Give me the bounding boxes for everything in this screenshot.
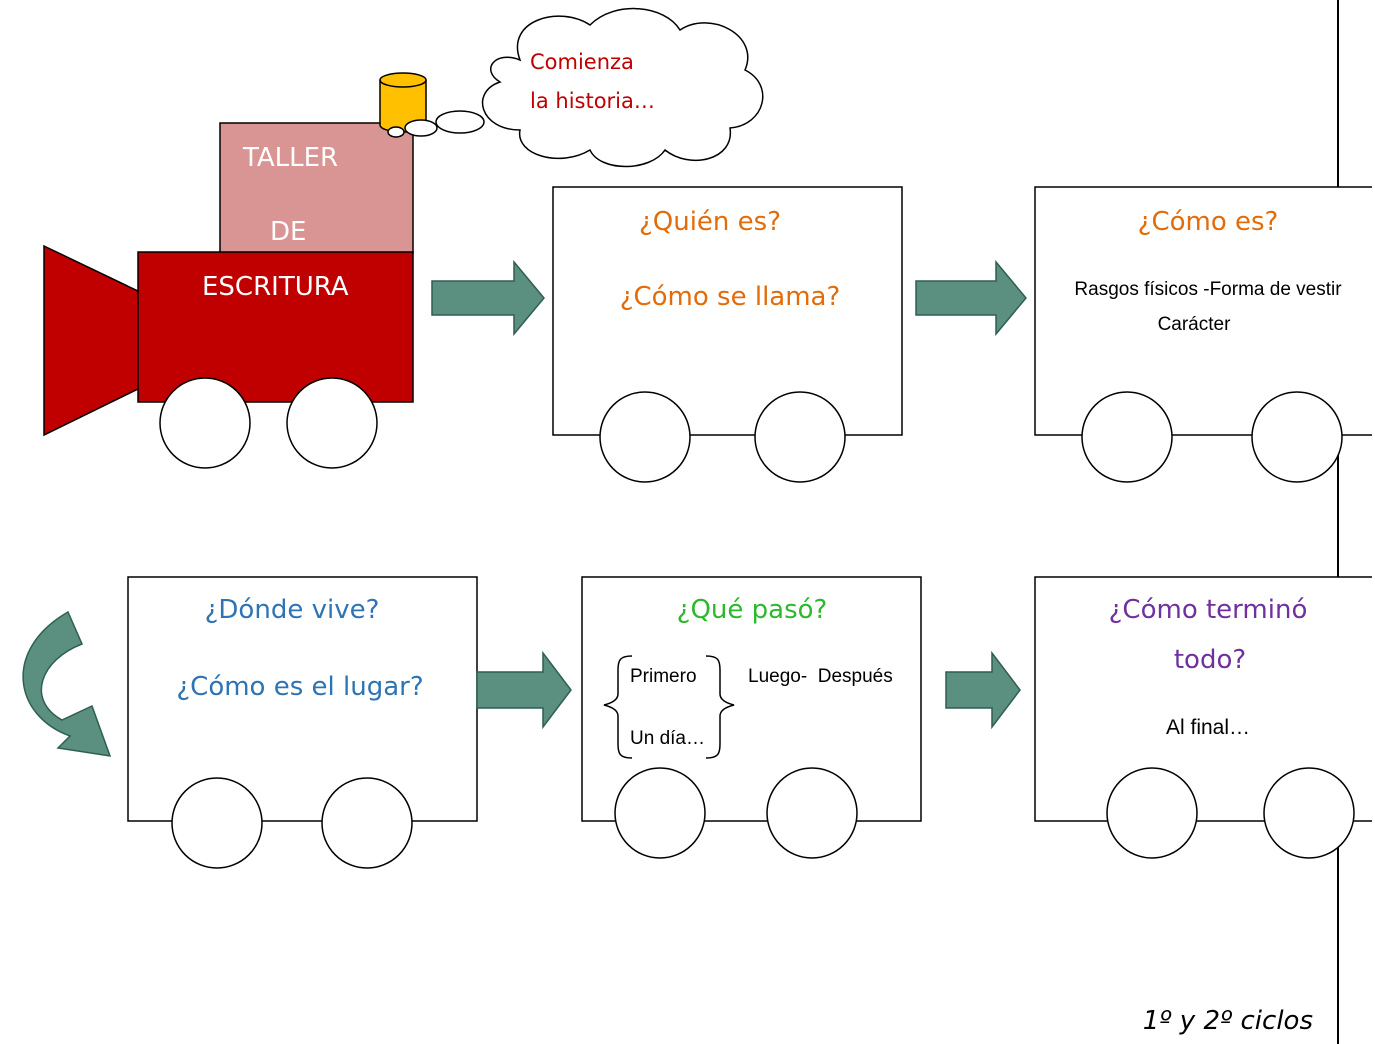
wagon-subtitle: ¿Cómo se llama? bbox=[620, 282, 841, 312]
wagon-wheel-right bbox=[1263, 767, 1355, 859]
wagon-item-1: Primero bbox=[630, 666, 697, 687]
wagon-como-termino: ¿Cómo terminó todo? Al final… bbox=[1034, 576, 1372, 859]
wagon-quien: ¿Quién es? ¿Cómo se llama? bbox=[552, 186, 903, 483]
wagon-wheel-left bbox=[171, 777, 263, 869]
arrow-right-2 bbox=[915, 259, 1027, 337]
engine-front-cone bbox=[43, 244, 141, 437]
wagon-box bbox=[1034, 186, 1372, 436]
engine-label-de: DE bbox=[270, 217, 306, 247]
wagon-detail: Al final… bbox=[1166, 716, 1250, 739]
engine-body bbox=[137, 251, 414, 403]
engine-wheel-right bbox=[286, 377, 378, 469]
wagon-box bbox=[1034, 576, 1372, 822]
wagon-wheel-right bbox=[754, 391, 846, 483]
bubble-dot-large bbox=[435, 110, 485, 134]
bubble-dot-medium bbox=[404, 119, 438, 137]
wagon-wheel-right bbox=[321, 777, 413, 869]
wagon-subtitle: ¿Cómo es el lugar? bbox=[176, 672, 423, 702]
bubble-text-line1: Comienza bbox=[530, 50, 634, 74]
engine-chimney-top bbox=[379, 72, 427, 88]
wagon-title-line1: ¿Cómo terminó bbox=[1109, 595, 1308, 625]
wagon-detail-1: Rasgos físicos -Forma de vestir bbox=[1074, 279, 1342, 300]
left-brace bbox=[603, 655, 633, 759]
wagon-item-2: Un día… bbox=[630, 728, 705, 749]
wagon-title: ¿Cómo es? bbox=[1138, 207, 1279, 237]
bubble-text-line2: la historia… bbox=[530, 89, 655, 113]
wagon-wheel-left bbox=[614, 767, 706, 859]
wagon-wheel-left bbox=[599, 391, 691, 483]
curved-arrow bbox=[22, 610, 112, 757]
wagon-que-paso: ¿Qué pasó? Primero Un día… Luego- Despué… bbox=[581, 576, 922, 859]
wagon-wheel-left bbox=[1081, 391, 1173, 483]
engine-label-taller: TALLER bbox=[242, 143, 338, 173]
arrow-right-3 bbox=[476, 650, 572, 730]
right-brace bbox=[705, 655, 735, 759]
thought-bubble: Comienza la historia… bbox=[387, 7, 764, 168]
wagon-wheel-left bbox=[1106, 767, 1198, 859]
arrow-right-1 bbox=[431, 259, 545, 337]
bubble-dot-small bbox=[387, 126, 405, 138]
wagon-title: ¿Dónde vive? bbox=[205, 595, 380, 625]
wagon-detail-2: Carácter bbox=[1158, 314, 1232, 335]
wagon-title: ¿Quién es? bbox=[639, 207, 781, 237]
wagon-como-es: ¿Cómo es? Rasgos físicos -Forma de vesti… bbox=[1034, 186, 1372, 483]
wagon-wheel-right bbox=[766, 767, 858, 859]
wagon-item-3: Luego- Después bbox=[748, 666, 893, 687]
engine: TALLER DE ESCRITURA bbox=[43, 72, 427, 469]
wagon-box bbox=[552, 186, 903, 436]
wagon-title: ¿Qué pasó? bbox=[677, 595, 828, 625]
arrow-right-4 bbox=[945, 650, 1021, 730]
engine-label-escritura: ESCRITURA bbox=[202, 272, 349, 302]
cycle-label: 1º y 2º ciclos bbox=[1142, 1006, 1313, 1036]
wagon-wheel-right bbox=[1251, 391, 1343, 483]
wagon-title-line2: todo? bbox=[1174, 645, 1246, 675]
wagon-donde: ¿Dónde vive? ¿Cómo es el lugar? bbox=[127, 576, 478, 869]
engine-wheel-left bbox=[159, 377, 251, 469]
bubble-cloud bbox=[481, 7, 764, 168]
